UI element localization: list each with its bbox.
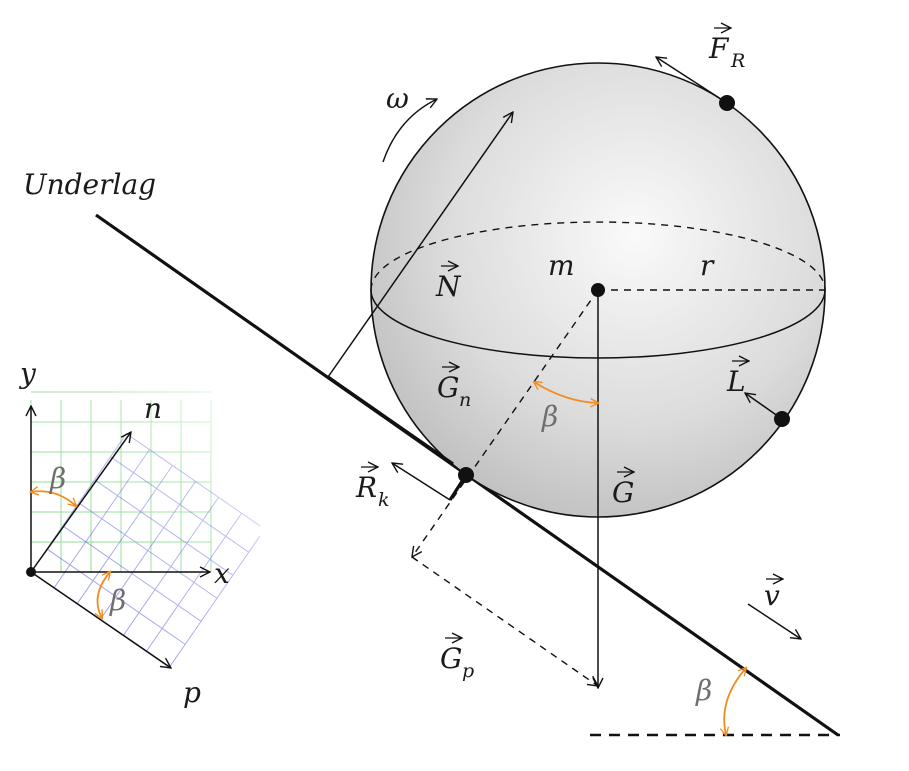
friction-arrow — [656, 57, 728, 104]
beta-arc-incline — [724, 668, 746, 735]
axis-n-label: n — [144, 392, 162, 425]
beta-arc-gravity — [534, 382, 598, 403]
coordinate-inset: y n x p β β — [18, 357, 266, 709]
normal-base-segment — [327, 375, 454, 466]
beta-label-incline: β — [695, 674, 712, 707]
underlag-label: Underlag — [23, 168, 156, 201]
friction-force: F R — [656, 28, 745, 111]
xy-grid — [30, 391, 212, 573]
beta-label-inset-bottom: β — [109, 584, 126, 617]
normal-arrow — [327, 112, 513, 378]
np-grid-line — [94, 479, 234, 576]
axis-p-label: p — [183, 676, 201, 709]
normal-label: N — [435, 266, 462, 303]
np-grid-line — [78, 502, 218, 599]
angular-momentum-point — [774, 411, 790, 427]
svg-text:R: R — [730, 50, 745, 72]
svg-text:G: G — [440, 642, 462, 675]
friction-label: F R — [708, 28, 745, 72]
friction-point — [719, 95, 735, 111]
gravity-label: G — [612, 472, 634, 509]
rolling-resistance-arrow — [392, 463, 451, 501]
svg-text:v: v — [764, 579, 780, 612]
beta-arc-xp — [98, 572, 111, 618]
svg-text:N: N — [435, 270, 462, 303]
angular-momentum: L — [726, 361, 790, 427]
svg-text:k: k — [378, 489, 390, 511]
svg-text:L: L — [726, 365, 746, 398]
svg-text:n: n — [459, 389, 471, 411]
mass-label: m — [548, 249, 575, 282]
np-grid-line — [46, 548, 186, 645]
rolling-resistance-label: R k — [355, 467, 390, 511]
axis-x-label: x — [214, 557, 230, 590]
np-grid-line — [62, 525, 202, 622]
angular-velocity: ω — [382, 82, 437, 163]
gravity-parallel-label: G p — [440, 638, 474, 682]
svg-text:p: p — [462, 660, 474, 682]
gravity-normal-label: G n — [437, 367, 471, 411]
svg-text:G: G — [437, 371, 459, 404]
equator-back — [370, 221, 826, 291]
beta-label-inset-top: β — [49, 462, 66, 495]
np-grid-line — [110, 456, 250, 553]
velocity-label: v — [764, 579, 783, 612]
np-grid-line — [126, 433, 265, 530]
contact-point — [458, 467, 474, 483]
omega-arc-arrow — [382, 99, 437, 163]
gravity-components: β G n G G p — [411, 289, 634, 688]
velocity: v — [747, 579, 801, 639]
rolling-resistance: R k — [355, 463, 474, 511]
angular-momentum-label: L — [726, 361, 749, 398]
svg-text:R: R — [355, 471, 377, 504]
beta-label-gravity: β — [541, 400, 558, 433]
axis-y-label: y — [18, 357, 37, 390]
svg-text:G: G — [612, 476, 634, 509]
svg-text:F: F — [708, 32, 730, 65]
gravity-parallel-arrow — [411, 556, 598, 686]
gravity-normal-arrow — [412, 289, 599, 557]
velocity-arrow — [747, 603, 801, 639]
radius-label: r — [700, 249, 715, 282]
origin-point — [26, 567, 36, 577]
omega-label: ω — [386, 82, 409, 115]
beta-arc-yn — [31, 491, 76, 506]
normal-force: N — [327, 112, 513, 466]
n-axis — [30, 432, 131, 573]
